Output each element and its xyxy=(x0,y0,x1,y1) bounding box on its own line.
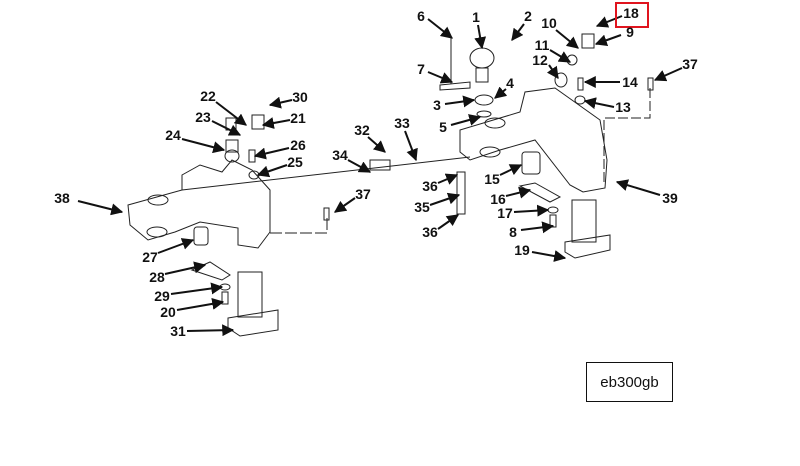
leader-arrows xyxy=(77,15,683,337)
callout-34[interactable]: 34 xyxy=(332,147,348,163)
callout-26[interactable]: 26 xyxy=(290,137,306,153)
reference-code-box: eb300gb xyxy=(586,362,673,402)
callout-9[interactable]: 9 xyxy=(626,24,634,40)
callout-31[interactable]: 31 xyxy=(170,323,186,339)
callout-30[interactable]: 30 xyxy=(292,89,308,105)
callout-12[interactable]: 12 xyxy=(532,52,548,68)
callout-18-highlighted[interactable]: 18 xyxy=(623,5,639,21)
callout-36-upper[interactable]: 36 xyxy=(422,178,438,194)
callout-17[interactable]: 17 xyxy=(497,205,513,221)
callout-4[interactable]: 4 xyxy=(506,75,514,91)
callout-14[interactable]: 14 xyxy=(622,74,638,90)
callout-32[interactable]: 32 xyxy=(354,122,370,138)
callout-7[interactable]: 7 xyxy=(417,61,425,77)
callout-25[interactable]: 25 xyxy=(287,154,303,170)
callout-22[interactable]: 22 xyxy=(200,88,216,104)
callout-27[interactable]: 27 xyxy=(142,249,158,265)
callout-33[interactable]: 33 xyxy=(394,115,410,131)
callout-20[interactable]: 20 xyxy=(160,304,176,320)
callout-35[interactable]: 35 xyxy=(414,199,430,215)
callout-11[interactable]: 11 xyxy=(534,37,550,53)
callout-21[interactable]: 21 xyxy=(290,110,306,126)
callout-38[interactable]: 38 xyxy=(54,190,70,206)
callout-37-right[interactable]: 37 xyxy=(682,56,698,72)
callout-39[interactable]: 39 xyxy=(662,190,678,206)
callout-19[interactable]: 19 xyxy=(514,242,530,258)
callout-1[interactable]: 1 xyxy=(472,9,480,25)
callout-15[interactable]: 15 xyxy=(484,171,500,187)
callout-36-lower[interactable]: 36 xyxy=(422,224,438,240)
callout-16[interactable]: 16 xyxy=(490,191,506,207)
right-rocker-arm-assembly xyxy=(439,33,654,259)
callout-3[interactable]: 3 xyxy=(433,97,441,113)
callout-5[interactable]: 5 xyxy=(439,119,447,135)
highlight-box xyxy=(615,2,649,28)
callout-29[interactable]: 29 xyxy=(154,288,170,304)
callout-28[interactable]: 28 xyxy=(149,269,165,285)
reference-code: eb300gb xyxy=(600,373,659,391)
callout-6[interactable]: 6 xyxy=(417,8,425,24)
callout-8[interactable]: 8 xyxy=(509,224,517,240)
callout-23[interactable]: 23 xyxy=(195,109,211,125)
callout-24[interactable]: 24 xyxy=(165,127,181,143)
callout-2[interactable]: 2 xyxy=(524,8,532,24)
callout-10[interactable]: 10 xyxy=(541,15,557,31)
callout-13[interactable]: 13 xyxy=(615,99,631,115)
callout-37-left[interactable]: 37 xyxy=(355,186,371,202)
